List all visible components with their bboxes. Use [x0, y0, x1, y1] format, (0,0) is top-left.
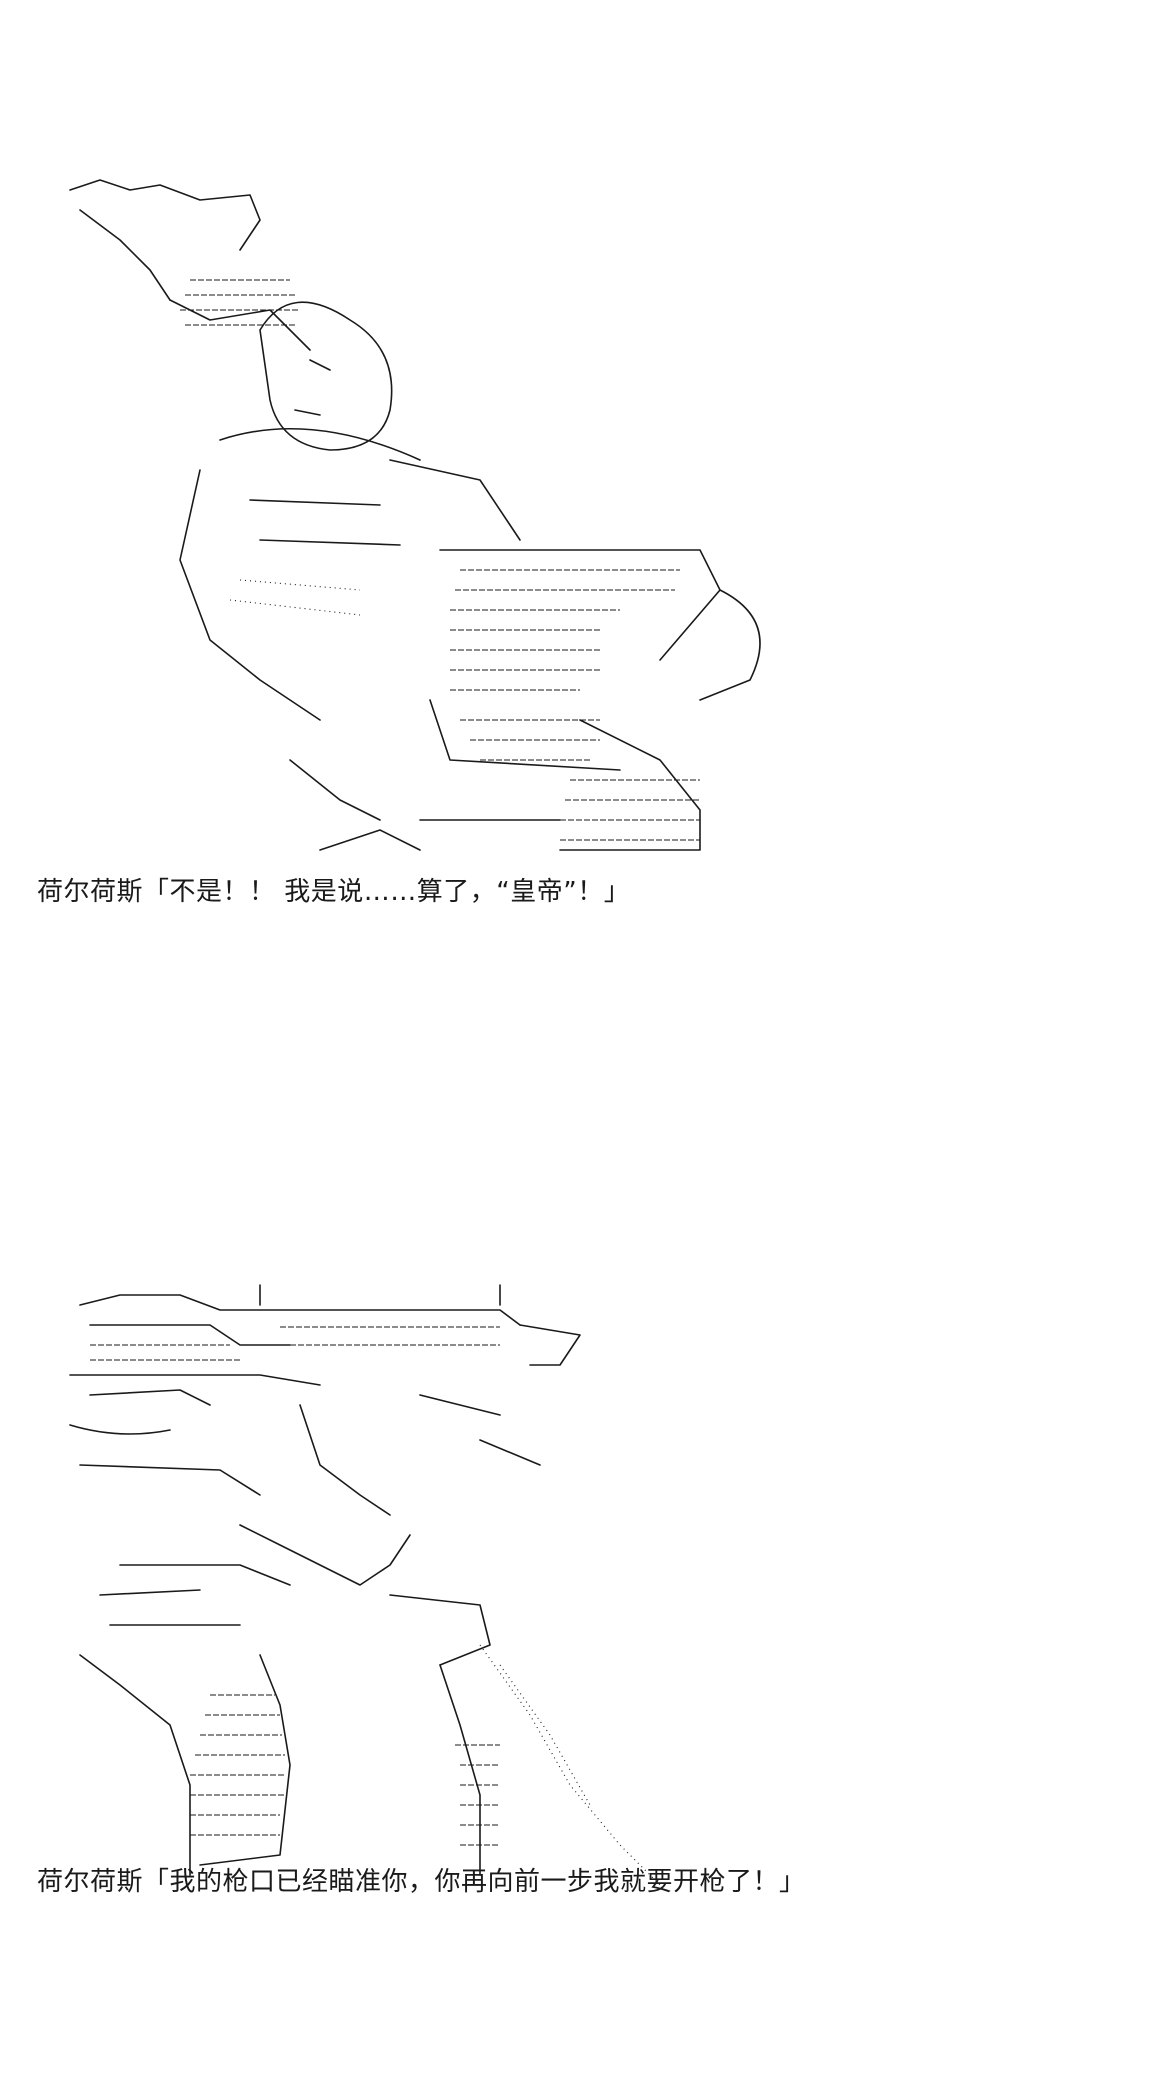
dialogue-caption-1: 荷尔荷斯「不是！！ 我是说……算了，“皇帝”！」 — [37, 877, 631, 907]
panel-1: 荷尔荷斯「不是！！ 我是说……算了，“皇帝”！」 — [0, 160, 1162, 940]
panel-2: 荷尔荷斯「我的枪口已经瞄准你，你再向前一步我就要开枪了！」 — [0, 1225, 1162, 1925]
ascii-art-figure-1 — [60, 160, 820, 860]
ascii-art-drawing-2 — [69, 1284, 661, 1886]
ascii-art-figure-2 — [60, 1225, 820, 1925]
ascii-art-drawing-1 — [69, 179, 761, 851]
dialogue-caption-2: 荷尔荷斯「我的枪口已经瞄准你，你再向前一步我就要开枪了！」 — [37, 1867, 806, 1897]
